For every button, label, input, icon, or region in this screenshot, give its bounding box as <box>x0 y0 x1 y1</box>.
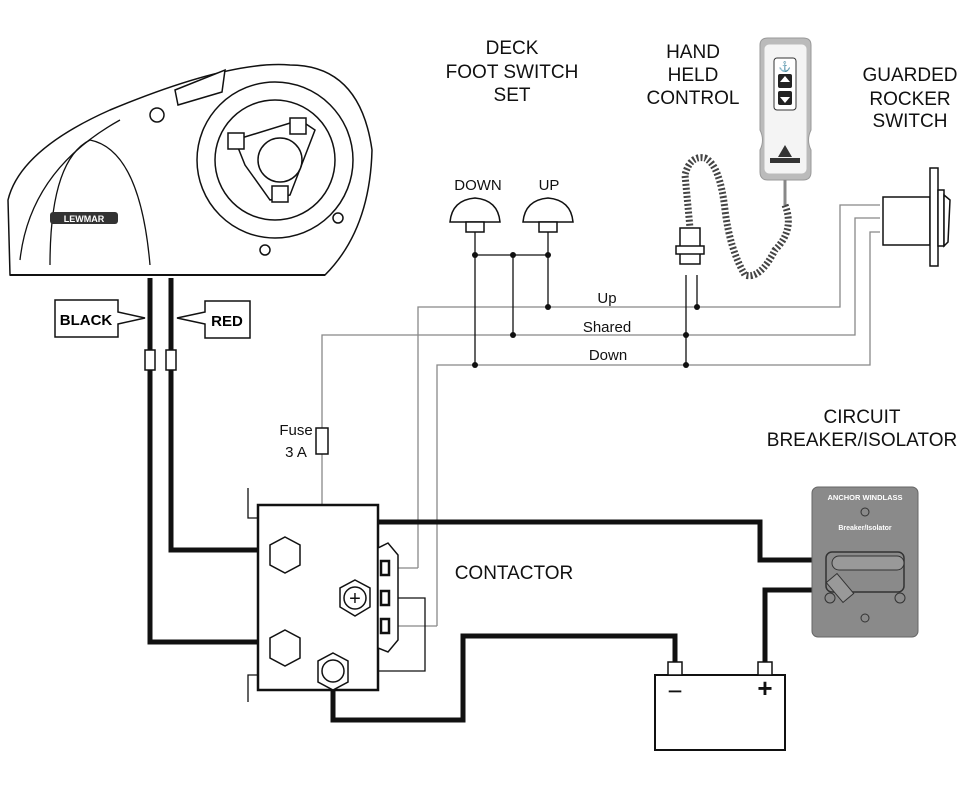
foot-switch-down <box>449 197 501 233</box>
rocker-switch-title: ROCKER <box>869 89 950 110</box>
wire-label-down: Down <box>589 347 627 364</box>
svg-text:Breaker/Isolator: Breaker/Isolator <box>838 525 892 532</box>
black-wire-label: BLACK <box>54 299 146 338</box>
lewmar-logo: LEWMAR <box>64 214 105 224</box>
foot-switch-up-label: UP <box>539 177 560 194</box>
red-wire-label: RED <box>176 300 251 339</box>
foot-switch-title: SET <box>494 85 531 106</box>
svg-text:ANCHOR WINDLASS: ANCHOR WINDLASS <box>828 493 903 502</box>
contactor: + <box>247 488 399 702</box>
hand-control-title: HELD <box>668 65 719 86</box>
hand-control-title: CONTROL <box>647 88 740 109</box>
breaker-title: CIRCUIT <box>823 407 900 428</box>
svg-text:BLACK: BLACK <box>60 312 113 329</box>
battery: − + <box>654 661 786 751</box>
foot-switch-title: FOOT SWITCH <box>446 62 579 83</box>
hand-control-title: HAND <box>666 42 720 63</box>
wire-label-shared: Shared <box>583 319 631 336</box>
foot-switch-down-label: DOWN <box>454 177 502 194</box>
wire-label-up: Up <box>597 290 616 307</box>
battery-positive: + <box>757 673 772 703</box>
positive-terminal-icon: + <box>349 588 361 610</box>
fuse-label: Fuse <box>279 422 312 439</box>
foot-switch-up <box>522 197 574 233</box>
breaker-title: BREAKER/ISOLATOR <box>767 430 957 451</box>
circuit-breaker-isolator: ANCHOR WINDLASS Breaker/Isolator <box>811 486 919 638</box>
motor-cables <box>144 278 268 645</box>
fuse <box>315 427 329 455</box>
rocker-switch-title: GUARDED <box>862 65 957 86</box>
guarded-rocker-switch <box>882 167 951 267</box>
anchor-icon: ⚓ <box>779 60 791 73</box>
hand-held-control: ⚓ <box>675 37 812 280</box>
foot-switch-title: DECK <box>486 38 539 59</box>
svg-text:RED: RED <box>211 313 243 330</box>
contactor-label: CONTACTOR <box>455 563 574 584</box>
fuse-rating: 3 A <box>285 444 307 461</box>
battery-negative: − <box>667 676 682 706</box>
rocker-switch-title: SWITCH <box>873 111 948 132</box>
windlass-drawing: LEWMAR <box>7 63 373 276</box>
